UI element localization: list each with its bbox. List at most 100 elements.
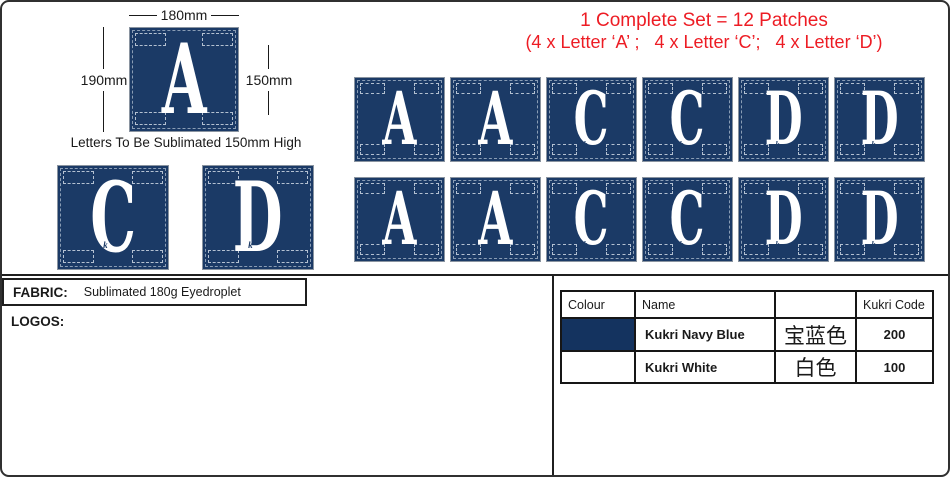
stitch-tab (414, 244, 439, 255)
patch-letter: C (574, 76, 609, 162)
stitch-tab (63, 171, 94, 184)
stitch-tab (840, 83, 865, 94)
stitch-tab (414, 144, 439, 155)
stitch-tab (648, 83, 673, 94)
patch-letter: D (764, 76, 803, 162)
set-heading-line1: 1 Complete Set = 12 Patches (580, 10, 828, 31)
patch-letter: A (382, 176, 417, 262)
stitch-tab (840, 144, 865, 155)
table-header-cell (774, 290, 857, 319)
stitch-tab (360, 144, 385, 155)
stitch-tab (132, 171, 163, 184)
stitch-tab (414, 183, 439, 194)
kukri-mini-logo-icon: k (391, 239, 396, 249)
patch-letter: D (860, 176, 899, 262)
dimension-height-left-label: 190mm (77, 68, 131, 91)
stitch-tab (552, 144, 577, 155)
stitch-tab (552, 83, 577, 94)
stitch-tab (202, 33, 233, 46)
dimension-width: 180mm (129, 7, 239, 23)
patch-letter: A (478, 76, 513, 162)
stitch-tab (63, 250, 94, 263)
stitch-tab (840, 183, 865, 194)
kukri-mini-logo-icon: k (487, 239, 492, 249)
logos-label: LOGOS: (11, 314, 65, 329)
patch-letter: D (764, 176, 803, 262)
colour-swatch-cell (560, 317, 636, 352)
stitch-tab (135, 33, 166, 46)
fabric-value: Sublimated 180g Eyedroplet (83, 285, 241, 299)
stitch-tab (132, 250, 163, 263)
kukri-mini-logo-icon: k (174, 102, 179, 113)
colour-name-cell: Kukri White (634, 350, 776, 384)
colour-swatch-cell (560, 350, 636, 384)
kukri-mini-logo-icon: k (871, 139, 876, 149)
patch-letter: A (382, 76, 417, 162)
stitch-tab (606, 183, 631, 194)
kukri-mini-logo-icon: k (391, 139, 396, 149)
patch-letter: C (90, 160, 136, 274)
patch-letter: C (574, 176, 609, 262)
set-heading: 1 Complete Set = 12 Patches (4 x Letter … (470, 9, 938, 54)
stitch-tab (798, 183, 823, 194)
fabric-box: FABRIC: Sublimated 180g Eyedroplet (2, 278, 307, 306)
patch-letter: D (233, 160, 283, 274)
stitch-tab (648, 144, 673, 155)
stitch-tab (648, 244, 673, 255)
kukri-mini-logo-icon: k (248, 240, 253, 251)
kukri-mini-logo-icon: k (487, 139, 492, 149)
patch-letter: A (478, 176, 513, 262)
kukri-mini-logo-icon: k (679, 239, 684, 249)
stitch-tab (277, 171, 308, 184)
stitch-tab (510, 244, 535, 255)
dimension-line-right (211, 14, 239, 16)
stitch-tab (510, 83, 535, 94)
stitch-tab (456, 244, 481, 255)
stitch-tab (894, 244, 919, 255)
stitch-tab (208, 250, 239, 263)
stitch-tab (894, 83, 919, 94)
kukri-mini-logo-icon: k (583, 239, 588, 249)
sublimation-note: Letters To Be Sublimated 150mm High (70, 135, 302, 150)
stitch-tab (510, 183, 535, 194)
stitch-tab (894, 183, 919, 194)
stitch-tab (360, 83, 385, 94)
section-divider-horizontal (2, 274, 948, 276)
patch-letter: C (670, 176, 705, 262)
stitch-tab (606, 244, 631, 255)
kukri-mini-logo-icon: k (871, 239, 876, 249)
patch-letter: A (161, 22, 207, 136)
colour-name-cell: Kukri Navy Blue (634, 317, 776, 352)
stitch-tab (135, 112, 166, 125)
kukri-code-cell: 200 (855, 317, 934, 352)
section-divider-vertical (552, 274, 554, 475)
stitch-tab (702, 244, 727, 255)
chinese-name-cell: 宝蓝色 (774, 317, 857, 352)
stitch-tab (456, 144, 481, 155)
chinese-name-cell: 白色 (774, 350, 857, 384)
stitch-tab (702, 144, 727, 155)
kukri-mini-logo-icon: k (103, 240, 108, 251)
stitch-tab (208, 171, 239, 184)
stitch-tab (552, 183, 577, 194)
stitch-tab (702, 83, 727, 94)
table-header-cell: Name (634, 290, 776, 319)
stitch-tab (702, 183, 727, 194)
stitch-tab (277, 250, 308, 263)
stitch-tab (744, 244, 769, 255)
